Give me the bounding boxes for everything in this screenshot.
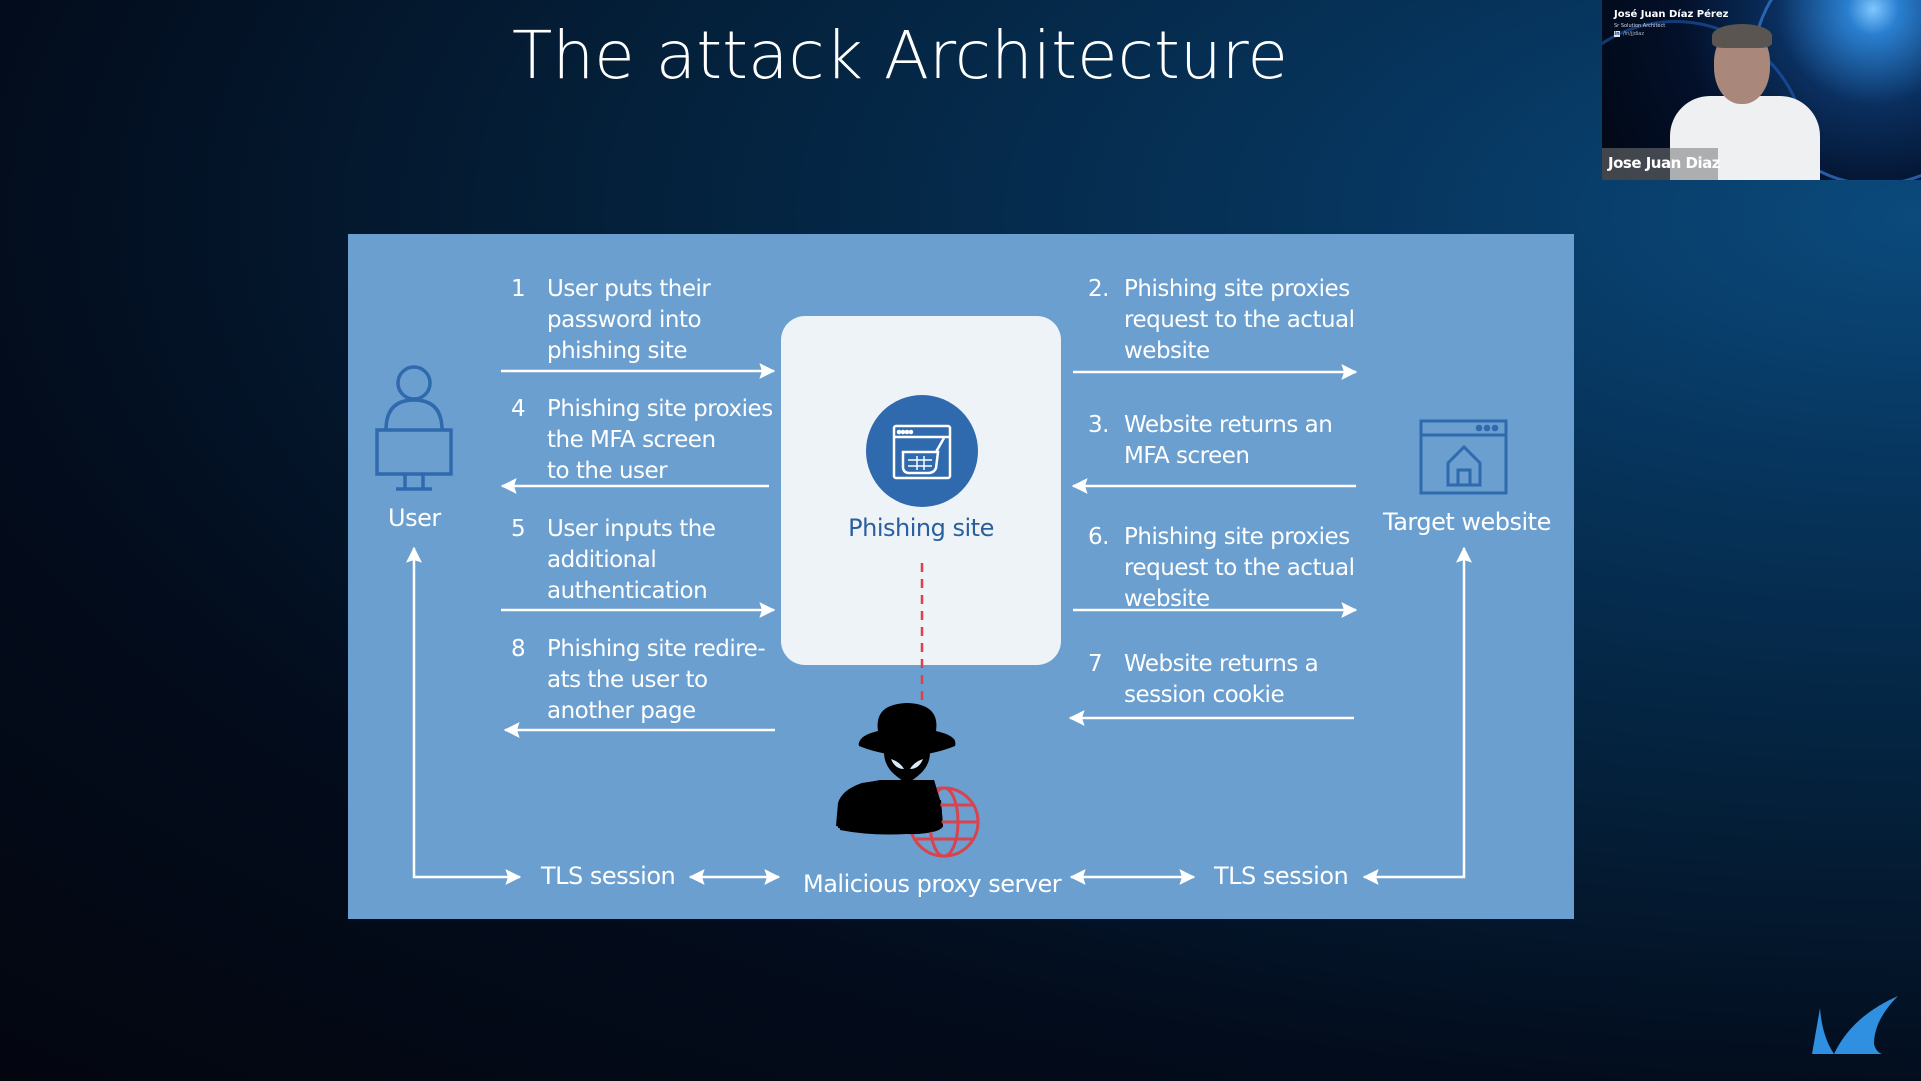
- presenter-name-overlay: José Juan Díaz Pérez: [1614, 9, 1729, 20]
- step-number: 4: [511, 396, 526, 422]
- phishing-site-icon-circle: [866, 395, 978, 507]
- presenter-hair: [1712, 24, 1772, 48]
- tls-session-right-label: TLS session: [1214, 862, 1349, 890]
- participant-name-bar: Jose Juan Diaz: [1602, 148, 1720, 180]
- step-number: 2.: [1088, 276, 1109, 302]
- malicious-proxy-label: Malicious proxy server: [803, 870, 1062, 898]
- target-website-label: Target website: [1383, 508, 1551, 536]
- tls-session-left-label: TLS session: [541, 862, 676, 890]
- step-number: 6.: [1088, 524, 1109, 550]
- linkedin-icon: in: [1614, 31, 1620, 37]
- participant-name: Jose Juan Diaz: [1608, 154, 1720, 172]
- step-number: 7: [1088, 651, 1103, 677]
- step-number: 5: [511, 516, 526, 542]
- shark-fin-logo-icon: [1812, 996, 1898, 1054]
- step-number: 3.: [1088, 412, 1109, 438]
- slide-title: The attack Architecture: [512, 17, 1288, 94]
- step-number: 8: [511, 636, 526, 662]
- linkedin-handle: /in/jjdiaz: [1623, 31, 1644, 37]
- phishing-site-label: Phishing site: [848, 514, 994, 542]
- step-number: 1: [511, 276, 526, 302]
- presenter-role: Sr Solution Architect: [1614, 23, 1666, 29]
- webcam-tile[interactable]: José Juan Díaz Pérez Sr Solution Archite…: [1602, 0, 1921, 180]
- user-label: User: [388, 504, 441, 532]
